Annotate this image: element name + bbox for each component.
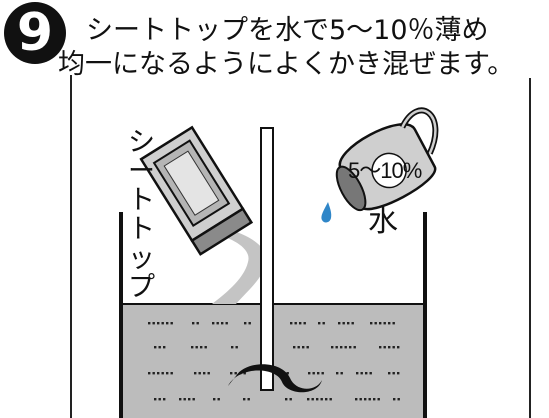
product-box-icon xyxy=(139,125,254,256)
caption-line-1: シートトップを水で5～10％薄め xyxy=(86,15,489,46)
pouring-stream xyxy=(210,228,267,304)
product-label: シートトップ xyxy=(128,127,155,303)
outer-frame xyxy=(70,75,531,418)
liquid-texture xyxy=(148,322,400,401)
dilution-label: 5～10% xyxy=(348,158,422,183)
swirl-icon xyxy=(228,364,322,393)
step-number: 9 xyxy=(16,3,54,63)
measuring-cup-icon xyxy=(335,107,439,212)
water-drop-icon xyxy=(321,202,332,223)
step-number-badge: 9 xyxy=(4,2,66,64)
stirring-stick xyxy=(260,127,274,391)
caption-line-2: 均一になるようによくかき混ぜます。 xyxy=(58,49,515,80)
water-label: 水 xyxy=(368,204,398,239)
